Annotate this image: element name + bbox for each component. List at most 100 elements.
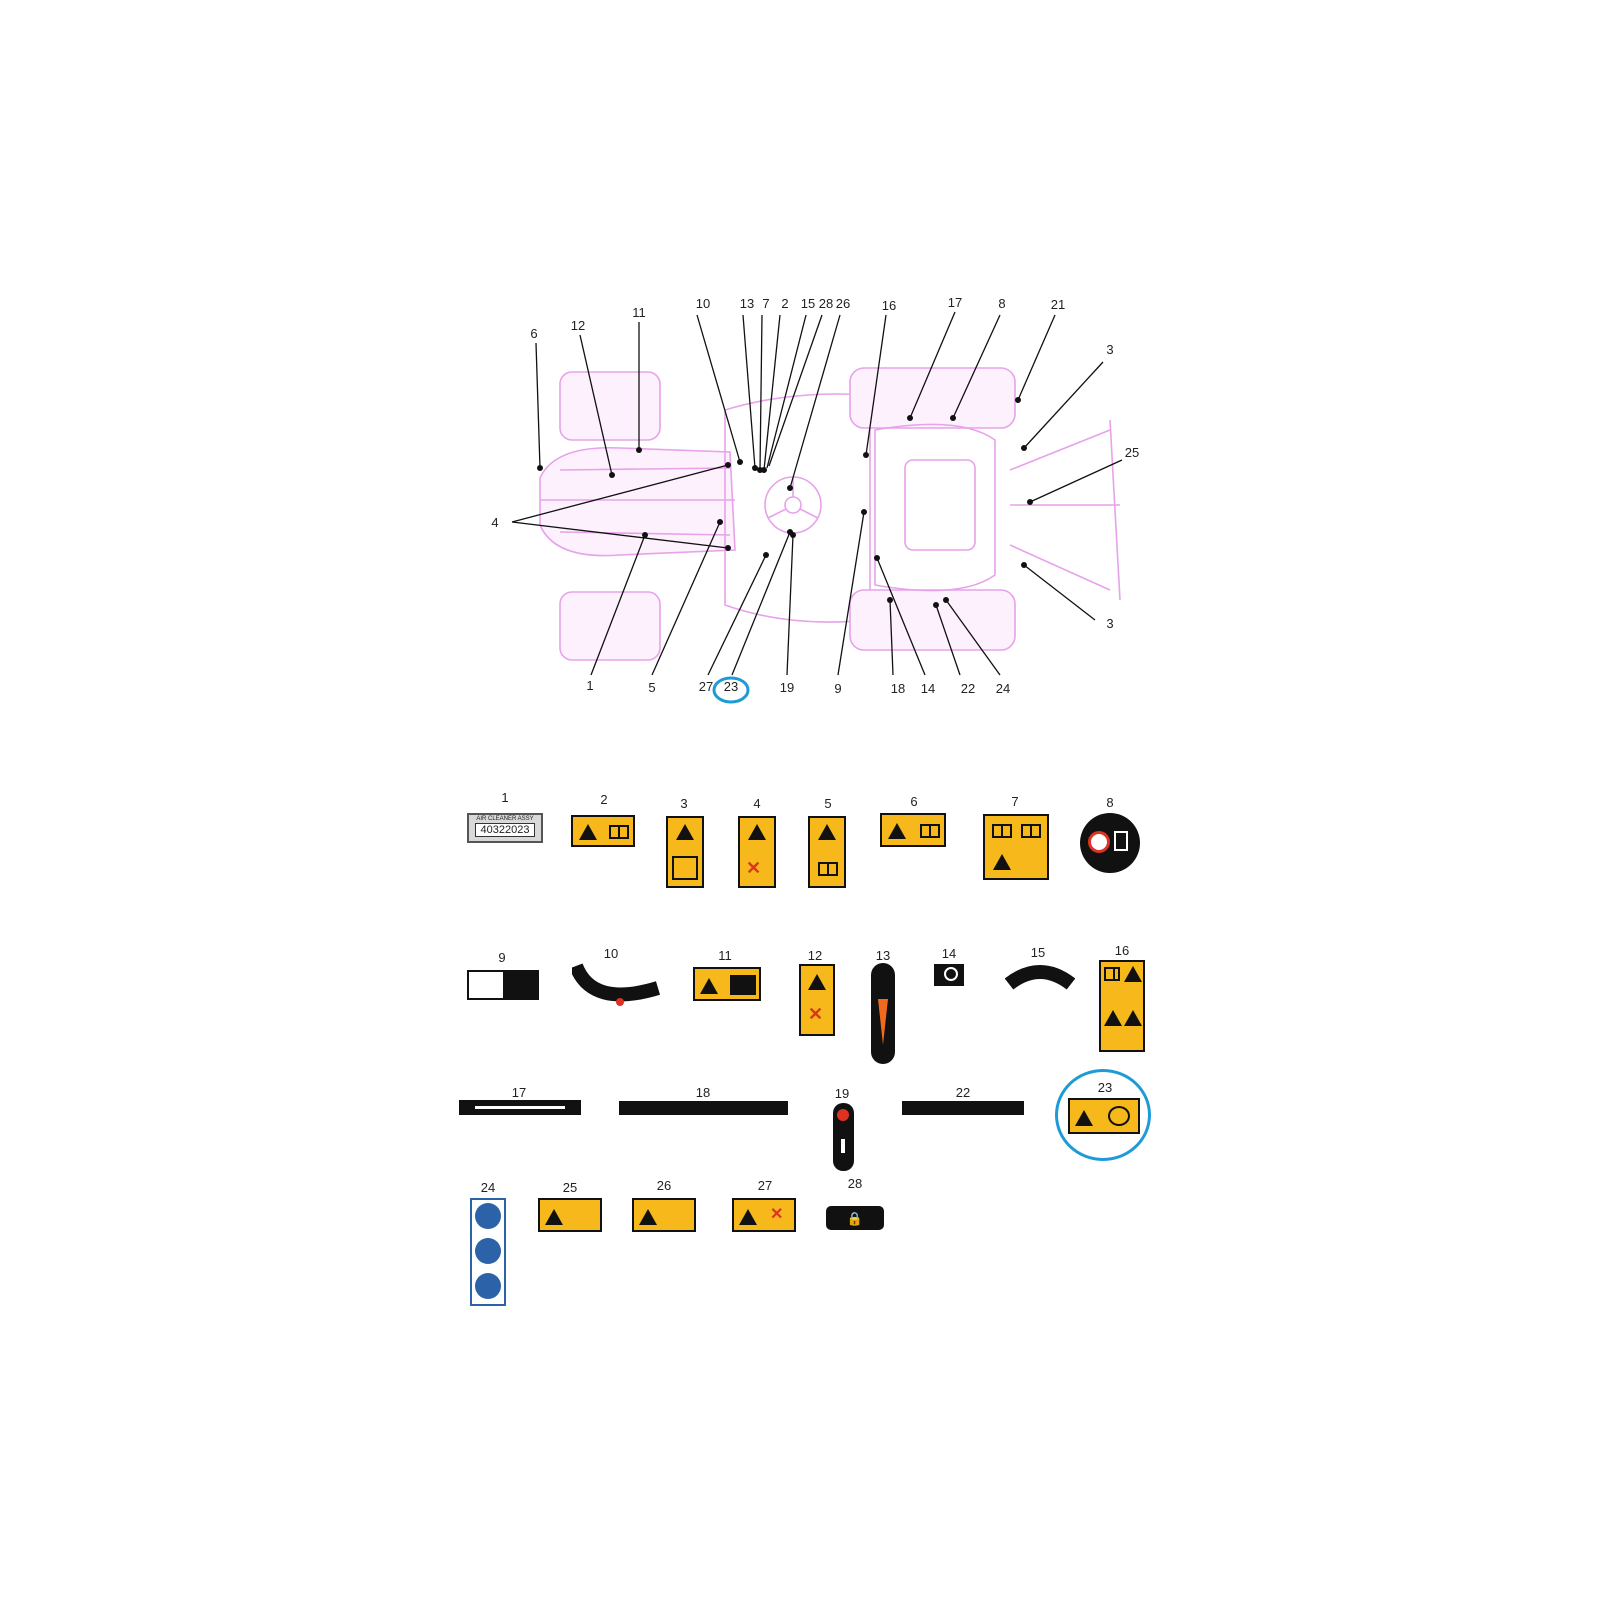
up-arrow-icon bbox=[841, 1139, 845, 1153]
decal-6-warning bbox=[880, 813, 946, 847]
callout-11: 11 bbox=[632, 305, 646, 320]
decal-28-number: 28 bbox=[847, 1176, 863, 1191]
decal-24-number: 24 bbox=[480, 1180, 496, 1195]
decal-1-air-cleaner-label: AIR CLEANER ASSY 40322023 bbox=[467, 813, 543, 843]
callout-3-top: 3 bbox=[1106, 342, 1113, 357]
warning-triangle-icon bbox=[808, 974, 826, 990]
decal-4-number: 4 bbox=[753, 796, 761, 811]
decal-1-line2: 40322023 bbox=[475, 823, 535, 837]
decal-28-text: PUSH bbox=[831, 1233, 879, 1252]
lock-icon: 🔒 bbox=[846, 1211, 864, 1226]
decal-13-number: 13 bbox=[875, 948, 891, 963]
callout-21: 21 bbox=[1051, 297, 1065, 312]
decal-25-number: 25 bbox=[562, 1180, 578, 1195]
decal-1-line1: AIR CLEANER ASSY bbox=[476, 816, 534, 822]
protective-clothing-icon bbox=[475, 1203, 501, 1229]
warning-triangle-icon bbox=[993, 854, 1011, 870]
callout-3-bottom: 3 bbox=[1106, 616, 1113, 631]
decal-14-lift-control bbox=[934, 964, 964, 986]
double-arrow-icon bbox=[475, 1106, 565, 1109]
decal-16-multi-warning bbox=[1099, 960, 1145, 1052]
callout-28: 28 bbox=[819, 296, 833, 311]
callout-10: 10 bbox=[696, 296, 710, 311]
decal-10-throttle-arc bbox=[572, 963, 661, 1006]
decal-18-range-strip bbox=[619, 1101, 788, 1115]
decal-17-arrow-strip bbox=[459, 1100, 581, 1115]
no-smoking-icon bbox=[1088, 831, 1110, 853]
warning-triangle-icon bbox=[700, 978, 718, 994]
decal-27-number: 27 bbox=[757, 1178, 773, 1193]
callout-5: 5 bbox=[648, 680, 655, 695]
callout-26: 26 bbox=[836, 296, 850, 311]
callout-4: 4 bbox=[491, 515, 498, 530]
warning-triangle-icon bbox=[748, 824, 766, 840]
decal-26-warning bbox=[632, 1198, 696, 1232]
decal-2-number: 2 bbox=[600, 792, 608, 807]
decal-11-number: 11 bbox=[718, 948, 732, 963]
pto-guard-icon bbox=[503, 972, 537, 998]
decal-12-warning: ✕ bbox=[799, 964, 835, 1036]
decal-3-number: 3 bbox=[680, 796, 688, 811]
decal-19-number: 19 bbox=[834, 1086, 850, 1101]
decal-11-warning bbox=[693, 967, 761, 1001]
prohibited-x-icon: ✕ bbox=[746, 858, 762, 878]
gloves-icon bbox=[475, 1238, 501, 1264]
decal-1-number: 1 bbox=[501, 790, 509, 805]
callout-24: 24 bbox=[996, 681, 1010, 696]
callout-9: 9 bbox=[834, 681, 841, 696]
decal-25-warning bbox=[538, 1198, 602, 1232]
decal-3-warning bbox=[666, 816, 704, 888]
prohibited-x-icon: ✕ bbox=[770, 1206, 784, 1223]
decal-19-pedal-strip bbox=[833, 1103, 854, 1171]
fuel-pump-icon bbox=[1114, 831, 1128, 851]
safety-boots-icon bbox=[475, 1273, 501, 1299]
decal-17-number: 17 bbox=[511, 1085, 527, 1100]
warning-triangle-icon bbox=[818, 824, 836, 840]
callout-25: 25 bbox=[1125, 445, 1139, 460]
battery-explosion-icon bbox=[730, 975, 756, 995]
callout-1: 1 bbox=[586, 678, 593, 693]
manual-book-icon bbox=[818, 862, 838, 876]
warning-triangle-icon bbox=[739, 1209, 757, 1225]
throttle-wedge-icon bbox=[878, 999, 888, 1045]
warning-triangle-icon bbox=[639, 1209, 657, 1225]
rollover-icon bbox=[672, 856, 698, 880]
callout-8: 8 bbox=[998, 296, 1005, 311]
warning-triangle-icon bbox=[888, 823, 906, 839]
decal-9-pto bbox=[467, 970, 539, 1000]
callout-12: 12 bbox=[571, 318, 585, 333]
manual-book-icon-2 bbox=[1021, 824, 1041, 838]
callout-27: 27 bbox=[699, 679, 713, 694]
manual-book-icon bbox=[920, 824, 940, 838]
callout-2: 2 bbox=[781, 296, 788, 311]
tractor-outline bbox=[539, 367, 1121, 661]
callout-13: 13 bbox=[740, 296, 754, 311]
decal-15-4wd-arc bbox=[1005, 965, 1075, 990]
decal-22-number: 22 bbox=[955, 1085, 971, 1100]
decal-22-hitch-strip bbox=[902, 1101, 1024, 1115]
highlight-decal-23 bbox=[1055, 1069, 1151, 1161]
callout-7: 7 bbox=[762, 296, 769, 311]
decal-28-push: 🔒 PUSH bbox=[826, 1206, 884, 1252]
decal-7-warning bbox=[983, 814, 1049, 880]
decal-6-number: 6 bbox=[910, 794, 918, 809]
warning-triangle-icon bbox=[579, 824, 597, 840]
callout-15: 15 bbox=[801, 296, 815, 311]
decal-13-throttle-strip bbox=[871, 963, 895, 1064]
warning-triangle-icon-3 bbox=[1124, 1010, 1142, 1026]
warning-triangle-icon bbox=[1124, 966, 1142, 982]
entanglement-icon bbox=[1108, 1106, 1130, 1126]
decal-4-warning: ✕ bbox=[738, 816, 776, 888]
decal-2-warning bbox=[571, 815, 635, 847]
decal-24-ppe bbox=[470, 1198, 506, 1306]
decal-8-no-fire-refuel bbox=[1080, 813, 1140, 873]
manual-book-icon bbox=[1104, 967, 1120, 981]
callout-18: 18 bbox=[891, 681, 905, 696]
decal-12-number: 12 bbox=[807, 948, 823, 963]
decal-18-number: 18 bbox=[695, 1085, 711, 1100]
brake-icon bbox=[837, 1109, 849, 1121]
highlight-callout-23 bbox=[712, 676, 750, 704]
callout-numbers: 10 13 7 2 15 28 26 16 17 8 21 6 12 11 4 … bbox=[491, 295, 1139, 696]
callout-16: 16 bbox=[882, 298, 896, 313]
